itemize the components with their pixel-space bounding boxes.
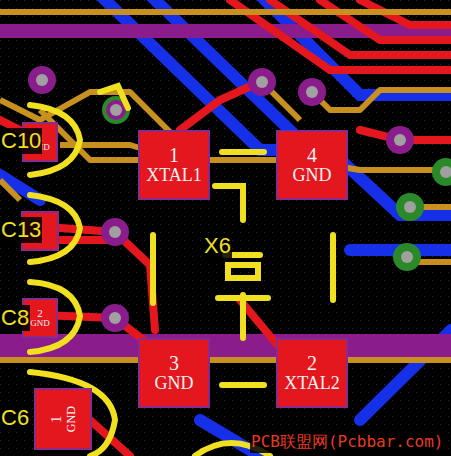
net-name: GND — [65, 406, 78, 432]
pad-gnd: 3GND — [138, 338, 210, 408]
pin-number: 4 — [307, 145, 317, 166]
pin-number: 1 — [49, 415, 65, 423]
component-ref: C8 — [0, 305, 30, 331]
pin-number: 2 — [37, 308, 43, 320]
net-name: GND — [293, 166, 332, 185]
pad-xtal1: 1XTAL1 — [138, 130, 210, 200]
net-name: XTAL2 — [284, 374, 340, 393]
net-name: GND — [155, 374, 194, 393]
pad-xtal2: 2XTAL2 — [276, 338, 348, 408]
rotated-text-group: 1GND — [49, 406, 77, 432]
watermark: PCB联盟网(Pcbbar.com) — [250, 432, 445, 453]
component-ref: C6 — [0, 405, 30, 431]
component-ref: C13 — [0, 217, 42, 243]
pin-number: 2 — [307, 353, 317, 374]
net-name: GND — [30, 319, 50, 328]
pad-gnd: 4GND — [276, 130, 348, 200]
pin-number: 3 — [169, 353, 179, 374]
component-ref: C10 — [0, 128, 42, 154]
pin-number: 1 — [169, 145, 179, 166]
capacitor-pad: 1GND — [34, 388, 92, 450]
component-ref: X6 — [203, 233, 232, 259]
net-name: XTAL1 — [146, 166, 202, 185]
